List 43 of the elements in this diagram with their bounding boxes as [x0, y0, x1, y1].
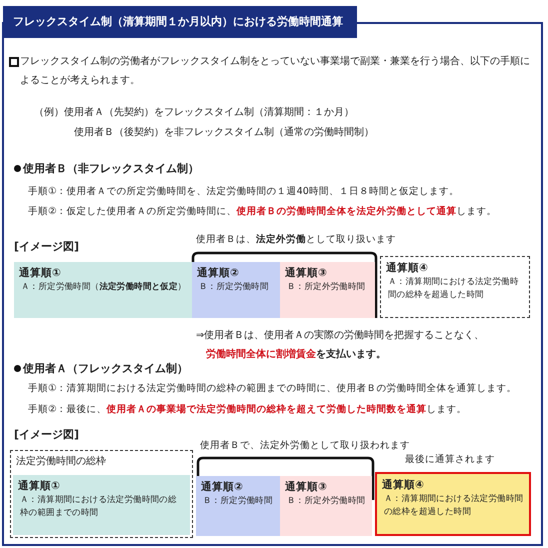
- block-heading: 通算順①: [19, 266, 62, 281]
- intro-text: フレックスタイム制の労働者がフレックスタイム制をとっていない事業場で副業・兼業を行う場合、以下の手順によることが考えられます。: [20, 54, 531, 88]
- block-heading: 通算順③: [285, 480, 328, 495]
- block-text: Ｂ：所定労働時間: [198, 281, 270, 294]
- block-heading: 通算順②: [197, 266, 240, 281]
- step-text: 手順②：仮定した使用者Ａの所定労働時間に、使用者Ｂの労働時間全体を法定外労働として通算します。: [28, 204, 497, 219]
- time-block: [280, 262, 375, 318]
- beside-caption: 最後に通算されます: [405, 453, 495, 467]
- bracket-caption: 使用者Ｂは、法定外労働として取り扱います: [196, 232, 396, 247]
- example-text: 使用者Ｂ（後契約）を非フレックスタイム制（通常の労働時間制）: [74, 126, 374, 140]
- block-text: Ａ：所定労働時間（法定労働時間と仮定）: [20, 281, 187, 294]
- block-text: Ｂ：所定外労働時間: [286, 281, 366, 294]
- block-heading: 通算順③: [285, 266, 328, 281]
- time-block: [14, 262, 192, 318]
- block-text: Ｂ：所定労働時間: [202, 495, 274, 508]
- group-title: 法定労働時間の総枠: [16, 455, 107, 469]
- step-text: 手順②：最後に、使用者Ａの事業場で法定労働時間の総枠を超えて労働した時間数を通算します。: [28, 402, 467, 417]
- block-text: Ａ：清算期間における法定労働時間の総枠を超過した時間: [383, 493, 524, 519]
- section-heading: 使用者Ａ（フレックスタイム制）: [23, 361, 188, 377]
- section-heading: 使用者Ｂ（非フレックスタイム制）: [23, 161, 199, 177]
- figure-label: [イメージ図]: [14, 239, 80, 255]
- step-text: 手順①：清算期間における法定労働時間の総枠の範囲までの時間に、使用者Ｂの労働時間全体を通算します。: [28, 382, 517, 396]
- time-block: [375, 472, 531, 536]
- time-block: [380, 256, 530, 318]
- block-text: Ａ：清算期間における法定労働時間の総枠を超過した時間: [387, 276, 520, 302]
- time-block: [192, 262, 280, 318]
- example-text: （例）使用者Ａ（先契約）をフレックスタイム制（清算期間：１か月）: [34, 106, 354, 120]
- note-text: ⇒使用者Ｂは、使用者Ａの実際の労働時間を把握することなく、: [196, 328, 484, 343]
- figure-label: [イメージ図]: [14, 427, 80, 443]
- block-heading: 通算順②: [201, 480, 244, 495]
- note-text: 労働時間全体に割増賃金を支払います。: [206, 347, 386, 362]
- bracket-caption: 使用者Ｂで、法定外労働として取り扱われます: [200, 439, 410, 453]
- total-frame: [10, 450, 193, 538]
- step-text: 手順①：使用者Ａでの所定労働時間を、法定労働時間の１週40時間、１日８時間と仮定します。: [28, 185, 459, 199]
- block-text: Ａ：清算期間における法定労働時間の総枠の範囲までの時間: [19, 494, 178, 520]
- time-block: [196, 476, 280, 536]
- block-heading: 通算順①: [18, 479, 61, 494]
- block-heading: 通算順④: [382, 478, 425, 493]
- title-bar: フレックスタイム制（清算期間１か月以内）における労働時間通算: [3, 6, 357, 38]
- block-text: Ｂ：所定外労働時間: [286, 495, 366, 508]
- time-block: [280, 476, 372, 536]
- block-heading: 通算順④: [386, 261, 429, 276]
- time-block: [13, 475, 190, 535]
